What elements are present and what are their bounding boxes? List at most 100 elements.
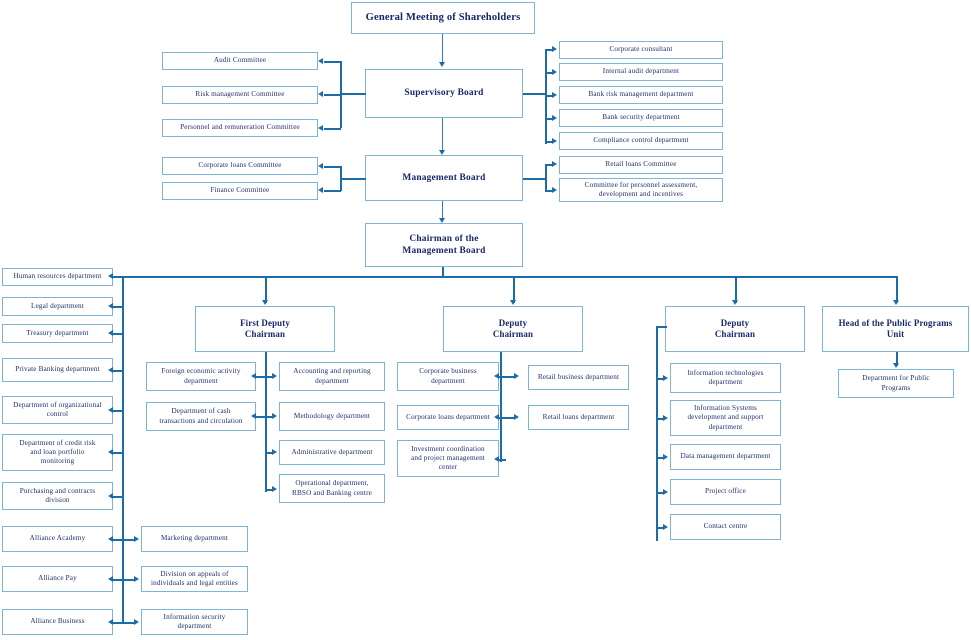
dept-bank-security[interactable]: Bank security department	[559, 109, 723, 127]
connector-deputy-two-spine	[500, 352, 502, 462]
connector-mb-right-stub	[523, 178, 547, 180]
connector-chairman-down	[442, 267, 444, 277]
arrow-dept-accounting	[272, 373, 277, 379]
dept-accounting-reporting[interactable]: Accounting and reporting department	[279, 362, 385, 391]
committee-audit[interactable]: Audit Committee	[162, 52, 318, 70]
arrow-dept-purchasing	[108, 493, 113, 499]
arrow-committee-risk	[318, 91, 323, 97]
dept-public-programs-line-1: Department for Public	[862, 374, 930, 383]
dept-credit-risk-line-3: monitoring	[40, 457, 75, 466]
node-first-deputy-chairman[interactable]: First Deputy Chairman	[195, 306, 335, 352]
arrow-dept-information-security	[134, 619, 139, 625]
dept-treasury[interactable]: Treasury department	[2, 324, 113, 343]
connector-deputy-three-stub	[656, 326, 667, 328]
connector-sb-left-spine	[340, 61, 342, 128]
committee-personnel-remuneration[interactable]: Personnel and remuneration Committee	[162, 119, 318, 137]
node-deputy-chairman-three[interactable]: Deputy Chairman	[665, 306, 805, 352]
dept-corporate-business[interactable]: Corporate business department	[397, 362, 499, 391]
arrow-gm-to-supervisory	[439, 62, 445, 67]
arrow-office-project	[663, 489, 668, 495]
centre-contact[interactable]: Contact centre	[670, 514, 781, 540]
arrow-dept-it	[663, 375, 668, 381]
dept-information-technologies[interactable]: Information technologies department	[670, 363, 781, 393]
dept-private-banking[interactable]: Private Banking department	[2, 358, 113, 382]
arrow-dept-corporate-business	[494, 373, 499, 379]
dept-corporate-loans[interactable]: Corporate loans department	[397, 405, 499, 430]
connector-left-branch-2	[113, 306, 123, 308]
node-head-public-programs-unit[interactable]: Head of the Public Programs Unit	[822, 306, 969, 352]
connector-mb-right-branch-1	[545, 164, 553, 166]
arrow-dept-methodology	[272, 413, 277, 419]
arrow-public-programs-dept	[893, 363, 899, 368]
dept-retail-loans[interactable]: Retail loans department	[528, 405, 629, 430]
dept-cash-transactions[interactable]: Department of cash transactions and circ…	[146, 402, 256, 431]
dept-information-security[interactable]: Information security department	[141, 609, 248, 635]
dept-human-resources[interactable]: Human resources department	[2, 268, 113, 286]
dept-foreign-economic-line-2: department	[184, 376, 218, 385]
dept-public-programs[interactable]: Department for Public Programs	[838, 369, 954, 398]
dept-credit-risk-monitoring[interactable]: Department of credit risk and loan portf…	[2, 434, 113, 471]
connector-d2-left-branch-3	[499, 459, 506, 461]
arrow-dept-treasury	[108, 330, 113, 336]
arrow-bus-to-public-programs	[893, 300, 899, 305]
arrow-bus-to-first-deputy	[262, 300, 268, 305]
committee-personnel-assessment[interactable]: Committee for personnel assessment, deve…	[559, 178, 723, 202]
node-deputy-chairman-two[interactable]: Deputy Chairman	[443, 306, 583, 352]
dept-methodology[interactable]: Methodology department	[279, 402, 385, 431]
arrow-committee-personnel	[318, 125, 323, 131]
connector-sb-right-branch-5	[545, 141, 553, 143]
first-deputy-line-1: First Deputy	[240, 317, 290, 328]
office-project[interactable]: Project office	[670, 479, 781, 505]
connector-supervisory-to-management	[442, 118, 444, 153]
deputy-three-line-2: Chairman	[714, 329, 756, 339]
dept-compliance-control[interactable]: Compliance control department	[559, 132, 723, 150]
arrow-dept-human-resources	[108, 273, 113, 279]
unit-alliance-pay[interactable]: Alliance Pay	[2, 566, 113, 592]
public-programs-head-line-2: Unit	[886, 329, 905, 339]
committee-corporate-loans[interactable]: Corporate loans Committee	[162, 157, 318, 175]
unit-alliance-business[interactable]: Alliance Business	[2, 609, 113, 635]
arrow-dept-legal	[108, 303, 113, 309]
center-investment-coordination[interactable]: Investment coordination and project mana…	[397, 440, 499, 477]
dept-bank-risk-management[interactable]: Bank risk management department	[559, 86, 723, 104]
arrow-dept-retail-business	[514, 373, 519, 379]
node-general-meeting[interactable]: General Meeting of Shareholders	[351, 2, 535, 34]
dept-internal-audit[interactable]: Internal audit department	[559, 63, 723, 81]
dept-organizational-control[interactable]: Department of organizational control	[2, 396, 113, 424]
unit-alliance-academy[interactable]: Alliance Academy	[2, 526, 113, 552]
connector-sb-left-stub	[340, 93, 366, 95]
dept-is-dev-line-1: Information Systems	[694, 404, 757, 413]
committee-risk-management[interactable]: Risk management Committee	[162, 86, 318, 104]
dept-information-systems-development[interactable]: Information Systems development and supp…	[670, 400, 781, 436]
node-supervisory-board[interactable]: Supervisory Board	[365, 69, 523, 118]
arrow-division-appeals	[134, 576, 139, 582]
dept-purchasing-contracts[interactable]: Purchasing and contracts division	[2, 482, 113, 510]
arrow-dept-cash-transactions	[251, 413, 256, 419]
division-appeals-line-2: individuals and legal entities	[151, 579, 238, 587]
dept-legal[interactable]: Legal department	[2, 297, 113, 316]
arrow-dept-retail-loans	[514, 414, 519, 420]
arrow-center-investment	[494, 456, 499, 462]
dept-corporate-consultant[interactable]: Corporate consultant	[559, 41, 723, 59]
connector-fd-right-branch-2	[266, 416, 273, 418]
arrow-committee-retail-loans	[552, 161, 557, 167]
connector-fd-right-branch-3	[266, 452, 273, 454]
committee-finance[interactable]: Finance Committee	[162, 182, 318, 200]
arrow-dept-organizational-control	[108, 407, 113, 413]
connector-d2-right-branch-1	[500, 376, 515, 378]
node-management-board[interactable]: Management Board	[365, 155, 523, 201]
dept-operational-rbso[interactable]: Operational department, RBSO and Banking…	[279, 474, 385, 503]
committee-retail-loans[interactable]: Retail loans Committee	[559, 156, 723, 174]
dept-retail-business[interactable]: Retail business department	[528, 365, 629, 390]
dept-operational-line-1: Operational department,	[295, 479, 369, 488]
node-chairman-management-board[interactable]: Chairman of the Management Board	[365, 223, 523, 267]
dept-is-dev-line-3: department	[708, 422, 743, 431]
arrow-dept-compliance	[552, 138, 557, 144]
dept-administrative[interactable]: Administrative department	[279, 440, 385, 465]
dept-marketing[interactable]: Marketing department	[141, 526, 248, 552]
division-appeals[interactable]: Division on appeals of individuals and l…	[141, 566, 248, 592]
arrow-dept-bank-risk	[552, 92, 557, 98]
dept-foreign-economic-activity[interactable]: Foreign economic activity department	[146, 362, 256, 391]
dept-data-management[interactable]: Data management department	[670, 444, 781, 470]
